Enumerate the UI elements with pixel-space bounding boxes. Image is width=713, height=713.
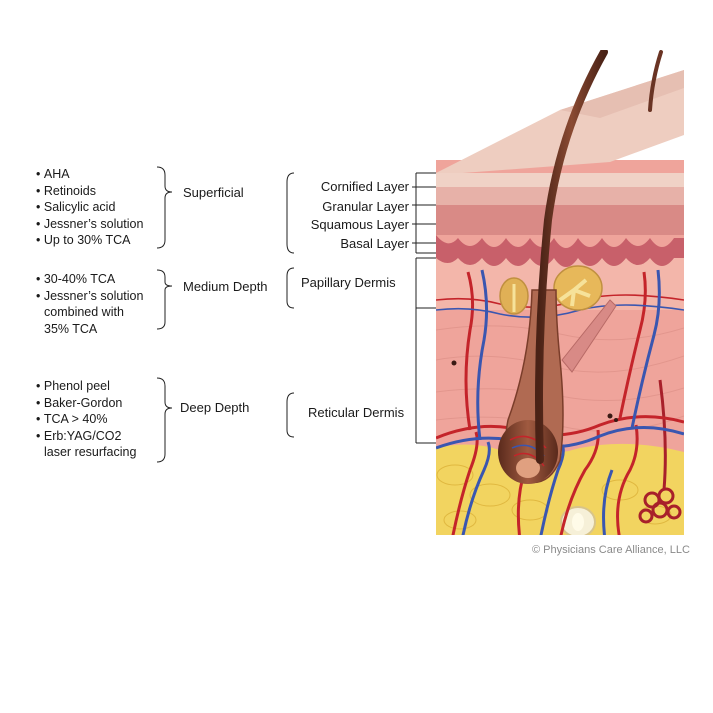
label-cornified-layer: Cornified Layer (320, 179, 409, 194)
arrector-pili-muscle (561, 299, 617, 373)
list-item: Jessner’s solution (36, 288, 144, 305)
list-item: Phenol peel (36, 378, 136, 395)
label-papillary-dermis: Papillary Dermis (301, 275, 396, 290)
list-item: TCA > 40% (36, 411, 136, 428)
skin-layers (436, 50, 684, 535)
category-superficial: Superficial (183, 185, 244, 200)
list-item: Up to 30% TCA (36, 232, 143, 249)
list-item: Erb:YAG/CO2 (36, 428, 136, 445)
superficial-treatments: AHA Retinoids Salicylic acid Jessner’s s… (36, 166, 144, 249)
copyright-notice: © Physicians Care Alliance, LLC (532, 544, 690, 556)
category-deep-depth: Deep Depth (180, 400, 250, 415)
medium-depth-treatments: 30-40% TCA Jessner’s solution combined w… (36, 271, 144, 337)
label-reticular-dermis: Reticular Dermis (308, 405, 405, 420)
list-item: 35% TCA (44, 321, 98, 336)
treatment-braces (156, 166, 173, 463)
list-item: combined with (44, 305, 124, 319)
layer-leader-lines (412, 172, 436, 444)
subcutaneous-fat (436, 443, 684, 535)
granular-layer-band (436, 187, 684, 205)
cornified-layer-band (436, 173, 684, 187)
deep-depth-treatments: Phenol peel Baker-Gordon TCA > 40% Erb:Y… (36, 378, 137, 461)
layer-brackets (286, 172, 295, 438)
list-item: Jessner’s solution (36, 216, 144, 233)
squamous-layer-band (436, 205, 684, 235)
label-granular-layer: Granular Layer (322, 199, 409, 214)
sebaceous-gland (499, 265, 603, 315)
list-item: AHA (36, 166, 143, 183)
list-item: Baker-Gordon (36, 395, 136, 412)
hair-shaft-small (648, 50, 663, 112)
hair-shaft (535, 50, 608, 464)
label-basal-layer: Basal Layer (340, 236, 409, 251)
list-item: 30-40% TCA (36, 271, 143, 288)
sweat-gland (638, 379, 682, 524)
list-item: Salicylic acid (36, 199, 143, 216)
category-medium-depth: Medium Depth (183, 279, 268, 294)
list-item: laser resurfacing (44, 445, 137, 459)
label-squamous-layer: Squamous Layer (310, 217, 409, 232)
list-item: Retinoids (36, 183, 143, 200)
